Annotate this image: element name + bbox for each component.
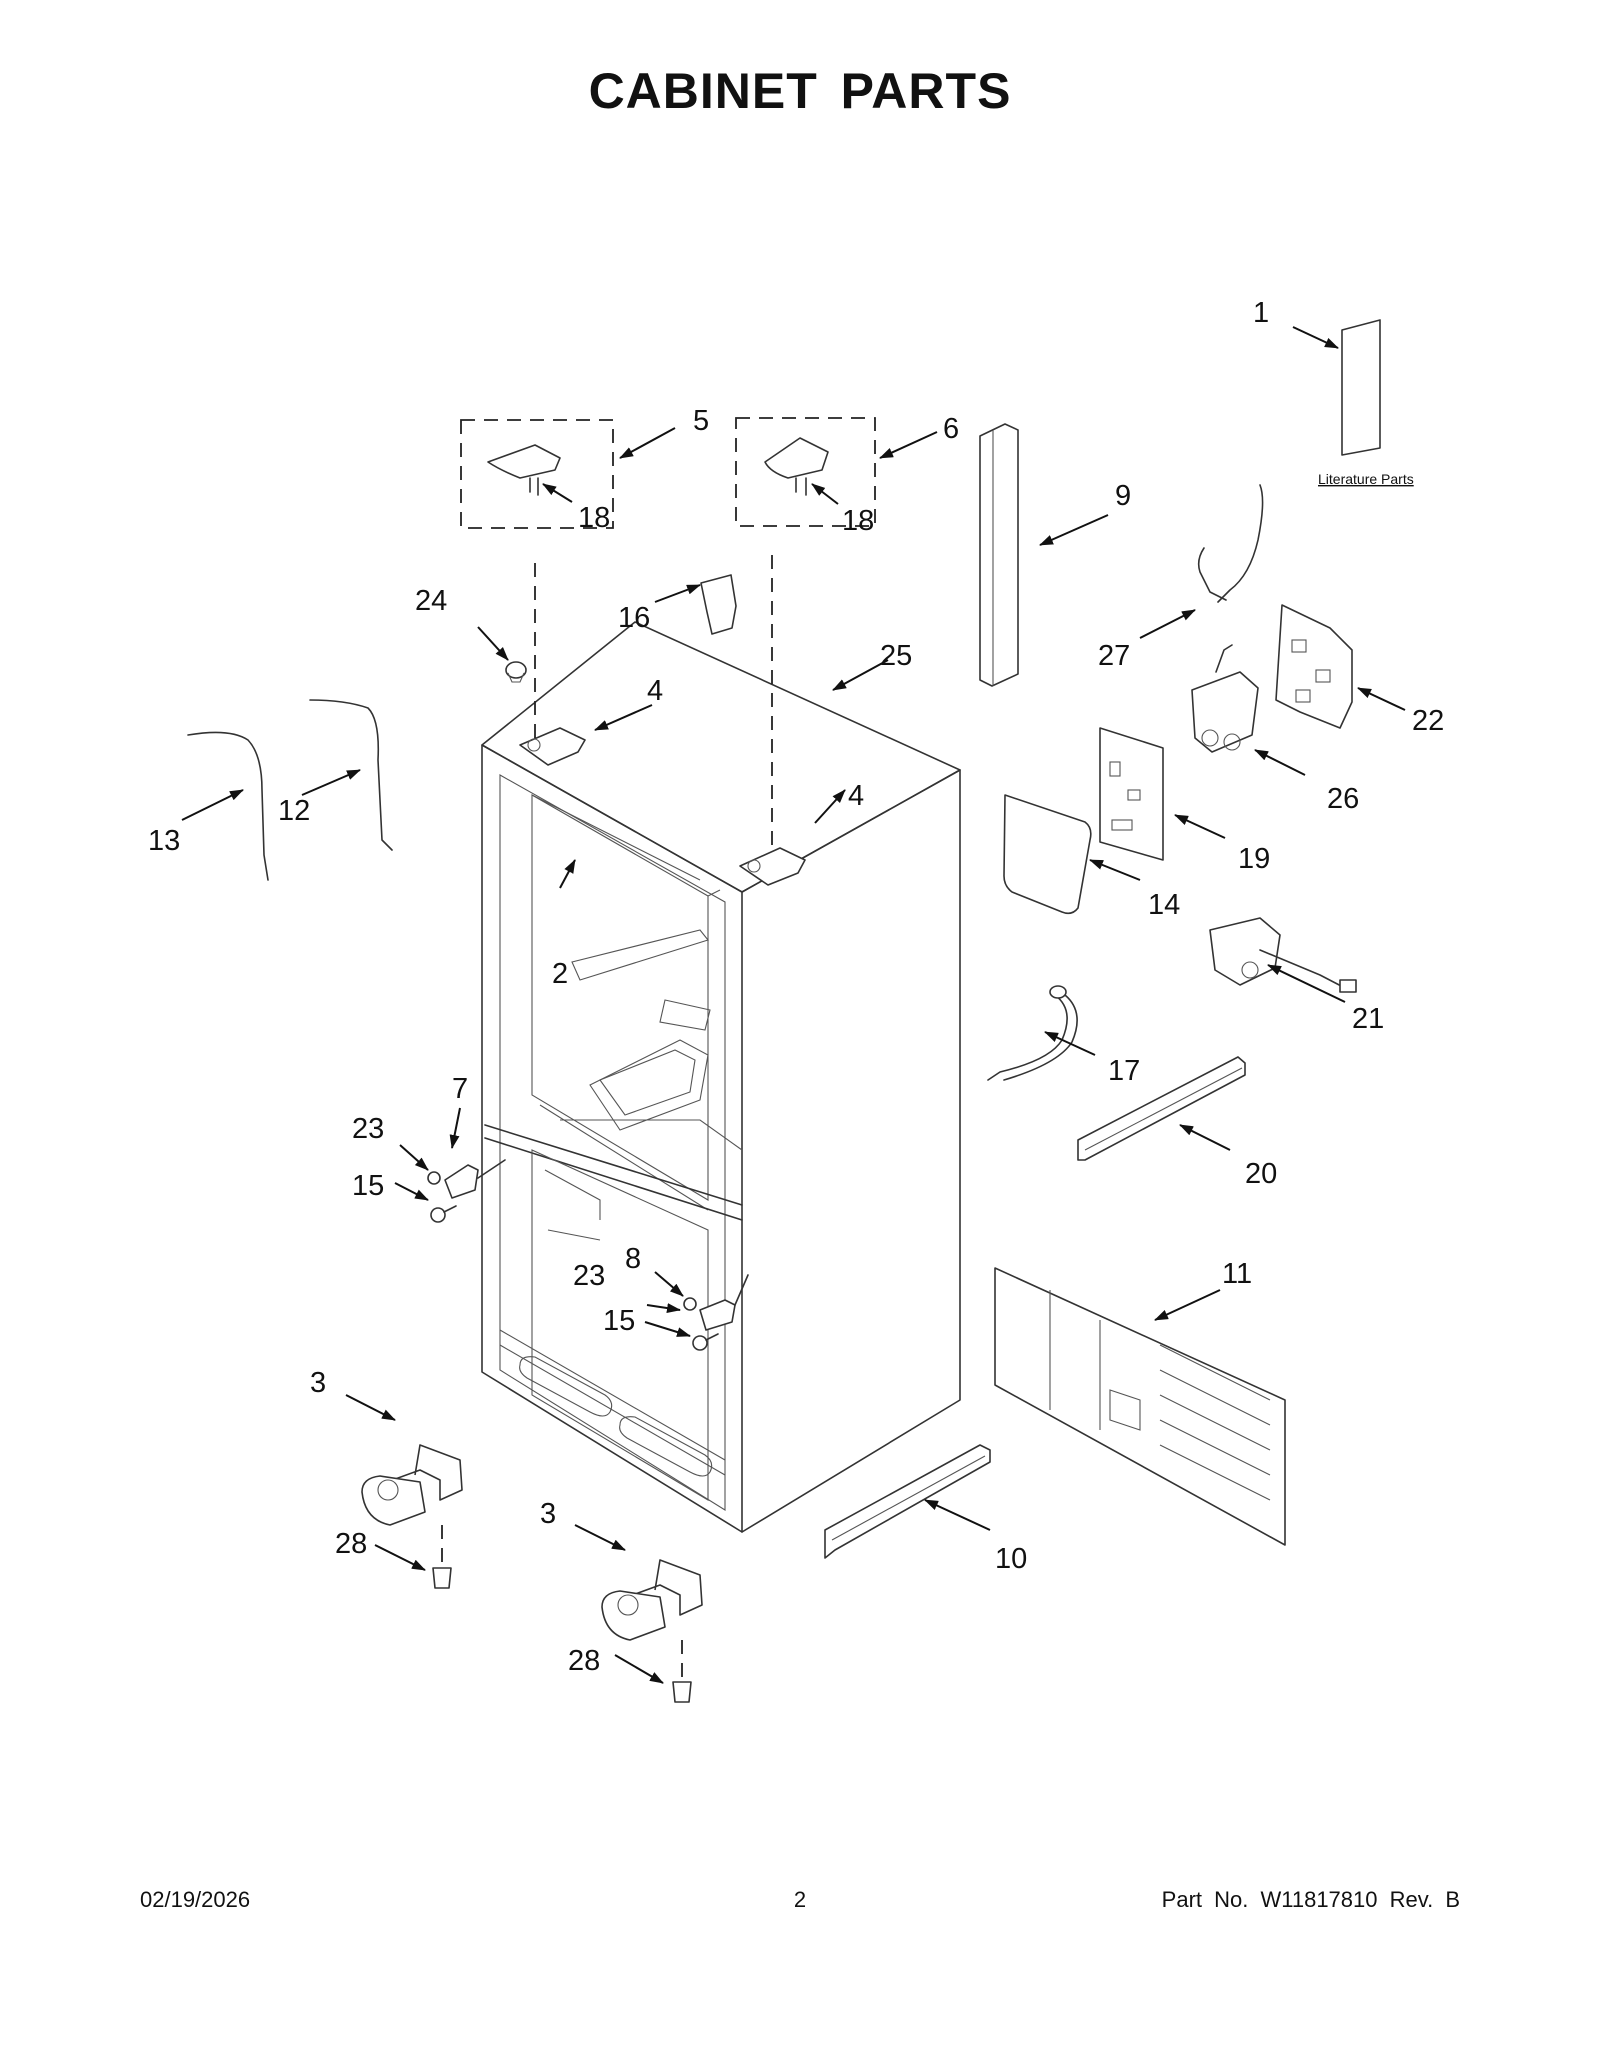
callout-27: 27	[1098, 640, 1130, 672]
callout-8: 8	[625, 1243, 641, 1275]
callout-6: 6	[943, 413, 959, 445]
hinge-bracket-7	[444, 1159, 506, 1199]
callout-arrows	[181, 326, 1406, 1684]
callout-9: 9	[1115, 480, 1131, 512]
footer-part-number: Part No. W11817810 Rev. B	[1161, 1887, 1460, 1912]
footer-page-number: 2	[793, 1887, 807, 1912]
screw-23a	[427, 1171, 441, 1185]
callout-22: 22	[1412, 705, 1444, 737]
callout-15b: 15	[603, 1305, 635, 1337]
page-title: CABINET PARTS	[588, 63, 1012, 119]
tube-27	[1197, 484, 1264, 603]
callout-17: 17	[1108, 1055, 1140, 1087]
callout-19: 19	[1238, 843, 1270, 875]
callout-18a: 18	[578, 502, 610, 534]
callout-12: 12	[278, 795, 310, 827]
rear-panel-11	[994, 1267, 1286, 1546]
callout-23b: 23	[573, 1260, 605, 1292]
lower-hinge-3a	[361, 1444, 463, 1526]
tube-12	[309, 699, 393, 851]
screw-15b	[692, 1333, 719, 1351]
grille-10	[824, 1444, 991, 1559]
callout-5: 5	[693, 405, 709, 437]
cover-16	[700, 574, 737, 635]
footer-date: 02/19/2026	[140, 1887, 251, 1912]
callout-3b: 3	[540, 1498, 556, 1530]
hinge-bracket-8	[699, 1274, 749, 1331]
callout-7: 7	[452, 1073, 468, 1105]
valve-21	[1209, 917, 1357, 993]
callout-23a: 23	[352, 1113, 384, 1145]
callout-21: 21	[1352, 1003, 1384, 1035]
callout-18b: 18	[842, 505, 874, 537]
hinge-cover-box-6	[735, 417, 876, 527]
callout-3a: 3	[310, 1367, 326, 1399]
literature-label: Literature Parts	[1318, 471, 1414, 487]
tube-13	[187, 731, 269, 881]
water-valve-26	[1191, 644, 1259, 753]
callout-10: 10	[995, 1543, 1027, 1575]
bracket-22	[1275, 604, 1353, 729]
callout-16: 16	[618, 602, 650, 634]
hinge-cover-box-5	[460, 419, 614, 529]
callout-1: 1	[1253, 297, 1269, 329]
top-hinge-right	[739, 847, 806, 886]
top-hinge-left	[519, 727, 586, 766]
callout-26: 26	[1327, 783, 1359, 815]
door-stop-9	[979, 423, 1019, 687]
screw-28b	[672, 1681, 692, 1703]
callout-20: 20	[1245, 1158, 1277, 1190]
callout-15a: 15	[352, 1170, 384, 1202]
callout-11: 11	[1222, 1258, 1252, 1290]
callout-14: 14	[1148, 889, 1180, 921]
callout-28b: 28	[568, 1645, 600, 1677]
screw-28a	[432, 1567, 452, 1589]
callout-2: 2	[552, 958, 568, 990]
callout-24: 24	[415, 585, 447, 617]
hinge-plug-24	[505, 661, 527, 683]
grille-20	[1077, 1056, 1246, 1161]
callout-25: 25	[880, 640, 912, 672]
fill-tube-17	[987, 985, 1078, 1081]
screw-15a	[430, 1205, 457, 1223]
cabinet-body	[481, 621, 961, 1533]
screw-23b	[683, 1297, 697, 1311]
callout-4a: 4	[647, 675, 663, 707]
callout-labels: 1 2 3 3 4 4 5 6 7 8 9 10 11 12 13 14 15 …	[148, 297, 1444, 1677]
callout-13: 13	[148, 825, 180, 857]
callout-28a: 28	[335, 1528, 367, 1560]
literature-parts: Literature Parts	[1318, 319, 1414, 487]
control-board-19	[1099, 727, 1164, 861]
cover-panel-14	[1003, 794, 1092, 915]
callout-4b: 4	[848, 780, 864, 812]
lower-hinge-3b	[601, 1559, 703, 1641]
